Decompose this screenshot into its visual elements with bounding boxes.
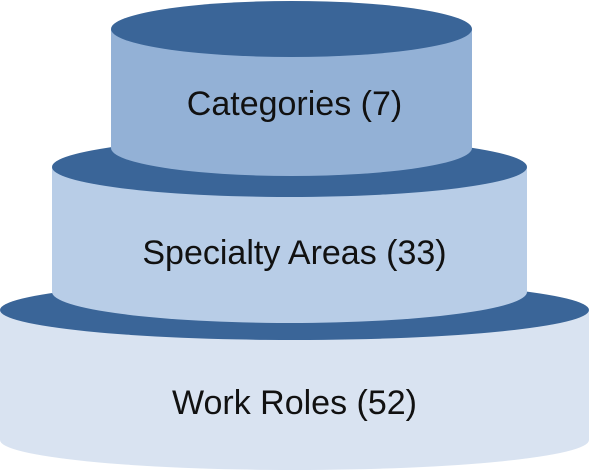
tier-middle-body	[52, 167, 527, 323]
tier-top-rim	[111, 1, 472, 57]
tier-bottom-body	[0, 310, 589, 470]
tier-label-work-roles: Work Roles (52)	[172, 384, 417, 422]
tier-top-body	[111, 29, 472, 176]
tier-label-categories: Categories (7)	[186, 85, 403, 123]
tier-top	[111, 1, 472, 176]
tier-label-specialty-areas: Specialty Areas (33)	[142, 234, 447, 272]
